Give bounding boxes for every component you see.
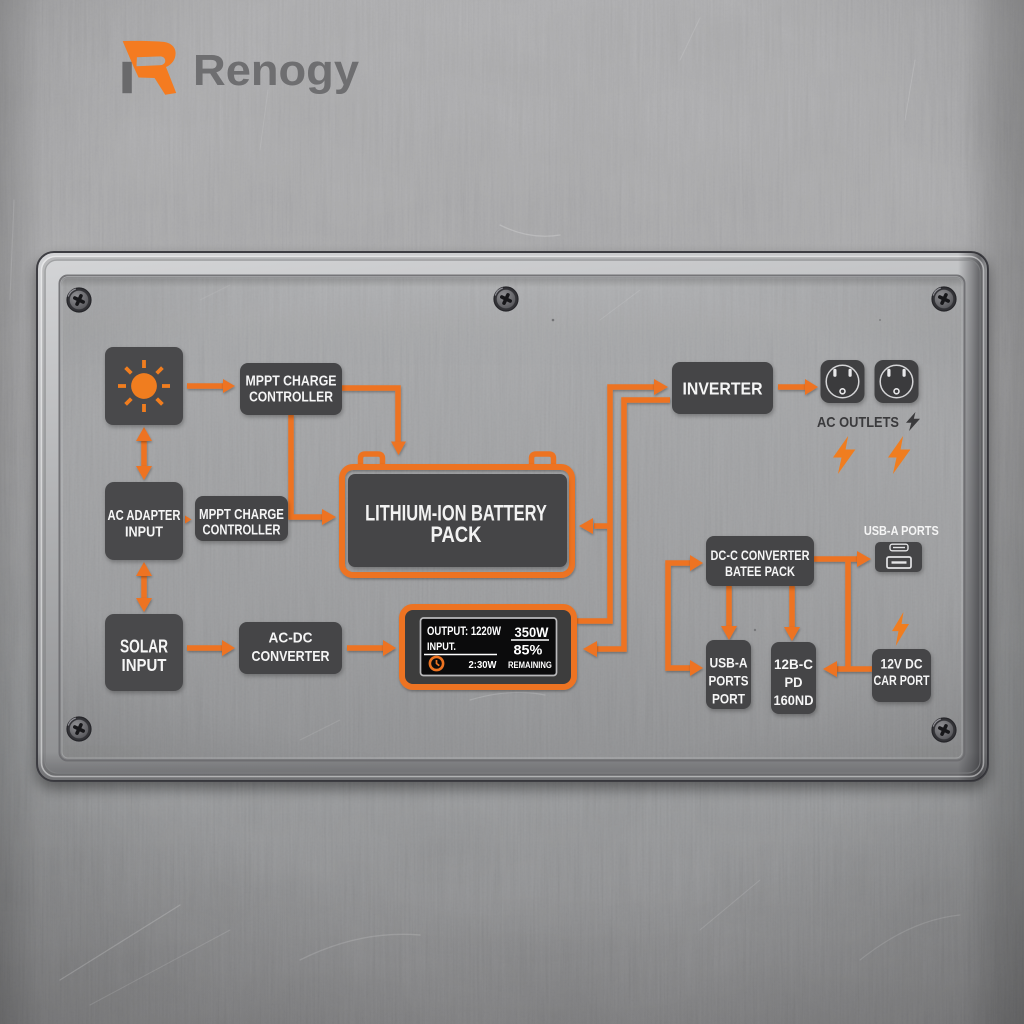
svg-text:INPUT: INPUT	[125, 522, 163, 539]
svg-text:AC OUTLETS: AC OUTLETS	[817, 414, 899, 430]
svg-text:CAR PORT: CAR PORT	[873, 673, 929, 689]
svg-text:BATEE PACK: BATEE PACK	[725, 564, 795, 580]
svg-text:350W: 350W	[515, 625, 549, 641]
svg-text:PACK: PACK	[431, 524, 482, 548]
svg-text:MPPT CHARGE: MPPT CHARGE	[246, 372, 337, 388]
svg-text:12V DC: 12V DC	[881, 656, 923, 672]
svg-text:AC ADAPTER: AC ADAPTER	[108, 506, 181, 523]
svg-text:OUTPUT: 1220W: OUTPUT: 1220W	[427, 625, 501, 638]
svg-text:CONTROLLER: CONTROLLER	[249, 388, 333, 405]
svg-text:INPUT: INPUT	[122, 655, 167, 676]
svg-text:USB-A: USB-A	[709, 655, 748, 671]
svg-text:REMAINING: REMAINING	[508, 659, 552, 670]
svg-text:INPUT.: INPUT.	[427, 641, 456, 653]
svg-text:DC-C CONVERTER: DC-C CONVERTER	[711, 548, 810, 564]
svg-text:PD: PD	[784, 675, 802, 691]
svg-text:AC-DC: AC-DC	[269, 629, 313, 645]
svg-text:INVERTER: INVERTER	[683, 379, 763, 399]
svg-text:2:30W: 2:30W	[469, 660, 497, 672]
svg-text:USB-A PORTS: USB-A PORTS	[864, 523, 939, 538]
svg-text:PORT: PORT	[712, 691, 745, 707]
svg-text:CONTROLLER: CONTROLLER	[202, 521, 280, 538]
svg-text:12B-C: 12B-C	[774, 657, 813, 672]
svg-text:CONVERTER: CONVERTER	[251, 648, 329, 664]
svg-text:160ND: 160ND	[774, 692, 814, 708]
svg-text:PORTS: PORTS	[708, 672, 748, 688]
svg-text:Renogy: Renogy	[193, 46, 360, 95]
svg-text:MPPT CHARGE: MPPT CHARGE	[199, 506, 284, 523]
svg-text:LITHIUM-ION BATTERY: LITHIUM-ION BATTERY	[365, 501, 547, 526]
svg-text:SOLAR: SOLAR	[120, 638, 168, 657]
svg-text:85%: 85%	[514, 643, 543, 659]
